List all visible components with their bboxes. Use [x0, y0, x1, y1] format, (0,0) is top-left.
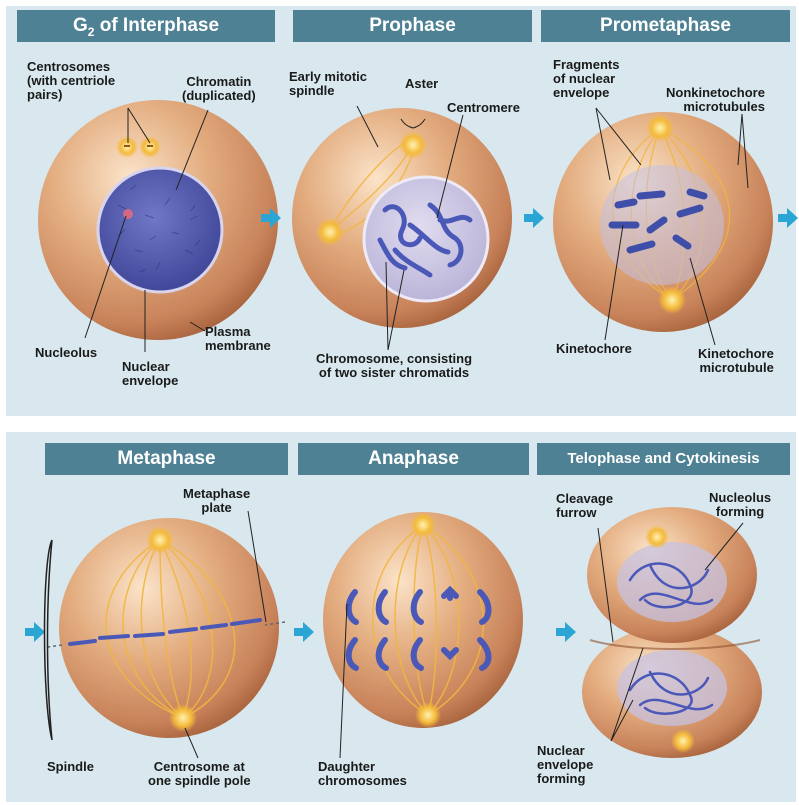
label-centromere: Centromere [447, 101, 520, 115]
label-plasma-membrane: Plasma membrane [205, 325, 271, 353]
g2-nucleolus [123, 209, 133, 219]
title-g2: G2 of Interphase [17, 15, 275, 43]
label-centrosome-at-pole: Centrosome at one spindle pole [148, 760, 251, 788]
label-nucleolus-forming: Nucleolus forming [709, 491, 771, 519]
label-aster: Aster [405, 77, 438, 91]
label-chromatin: Chromatin (duplicated) [182, 75, 256, 103]
label-spindle: Spindle [47, 760, 94, 774]
prophase-centrosome [316, 218, 344, 246]
label-nucleolus: Nucleolus [35, 346, 97, 360]
anaphase-centrosome-bottom [415, 702, 441, 728]
label-chromosome: Chromosome, consisting of two sister chr… [316, 352, 472, 380]
label-daughter-chromosomes: Daughter chromosomes [318, 760, 407, 788]
title-prometaphase: Prometaphase [541, 15, 790, 37]
prophase-aster [399, 131, 427, 159]
label-kinetochore-microtubule: Kinetochore microtubule [698, 347, 774, 375]
prometaphase-centrosome-bottom [658, 286, 686, 314]
label-nuclear-envelope-fragments: Fragments of nuclear envelope [553, 58, 619, 100]
label-nonkinetochore-microtubules: Nonkinetochore microtubules [666, 86, 765, 114]
metaphase-centrosome-bottom [169, 704, 197, 732]
prometaphase-centrosome-top [646, 114, 674, 142]
g2-cell [38, 100, 278, 340]
label-metaphase-plate: Metaphase plate [183, 487, 250, 515]
title-metaphase: Metaphase [45, 448, 288, 470]
anaphase-centrosome-top [410, 512, 436, 538]
prophase-cell [292, 108, 512, 328]
label-early-mitotic-spindle: Early mitotic spindle [289, 70, 367, 98]
label-cleavage-furrow: Cleavage furrow [556, 492, 613, 520]
telophase-centrosome-top [645, 525, 669, 549]
label-centrosomes: Centrosomes (with centriole pairs) [27, 60, 115, 102]
label-nuclear-envelope: Nuclear envelope [122, 360, 178, 388]
anaphase-cell [323, 512, 523, 728]
metaphase-centrosome-top [146, 526, 174, 554]
title-prophase: Prophase [293, 15, 532, 37]
title-anaphase: Anaphase [298, 448, 529, 470]
label-nuclear-envelope-forming: Nuclear envelope forming [537, 744, 593, 786]
label-kinetochore: Kinetochore [556, 342, 632, 356]
telophase-centrosome-bottom [671, 729, 695, 753]
title-telophase: Telophase and Cytokinesis [537, 450, 790, 468]
g2-nucleus [98, 168, 222, 292]
